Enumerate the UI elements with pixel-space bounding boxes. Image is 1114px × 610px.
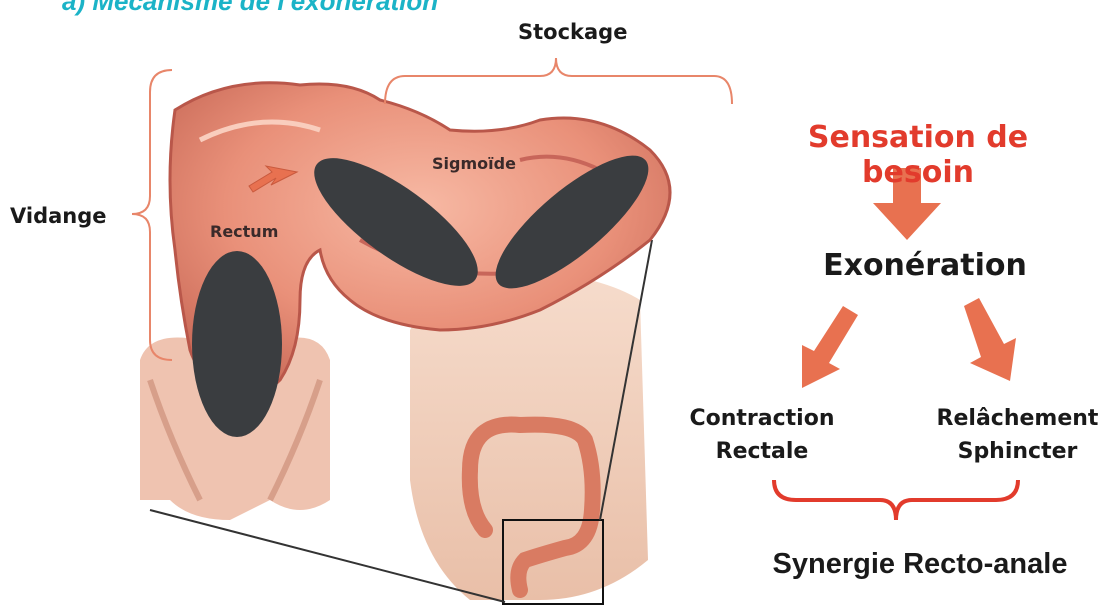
left-diagonal-arrow [802,306,858,388]
right-diagonal-arrow [964,298,1016,381]
redaction-ellipse [192,251,282,437]
synergy-bracket [774,480,1018,520]
stockage-label: Stockage [518,20,627,44]
sigmoide-label: Sigmoïde [432,154,516,173]
rectum-label: Rectum [210,222,278,241]
relachement-line1: Relâchement [920,402,1114,435]
vidange-label: Vidange [10,204,107,228]
exoneration-node: Exonération [805,248,1045,283]
contraction-node: Contraction Rectale [672,402,852,468]
relachement-line2: Sphincter [920,435,1114,468]
stockage-bracket [385,58,732,104]
relachement-node: Relâchement Sphincter [920,402,1114,468]
synergie-node: Synergie Recto-anale [730,548,1110,581]
section-title: a) Mécanisme de l'exonération [62,0,438,17]
contraction-line1: Contraction [672,402,852,435]
sensation-node: Sensation de besoin [748,120,1088,190]
vidange-bracket [132,70,172,360]
contraction-line2: Rectale [672,435,852,468]
